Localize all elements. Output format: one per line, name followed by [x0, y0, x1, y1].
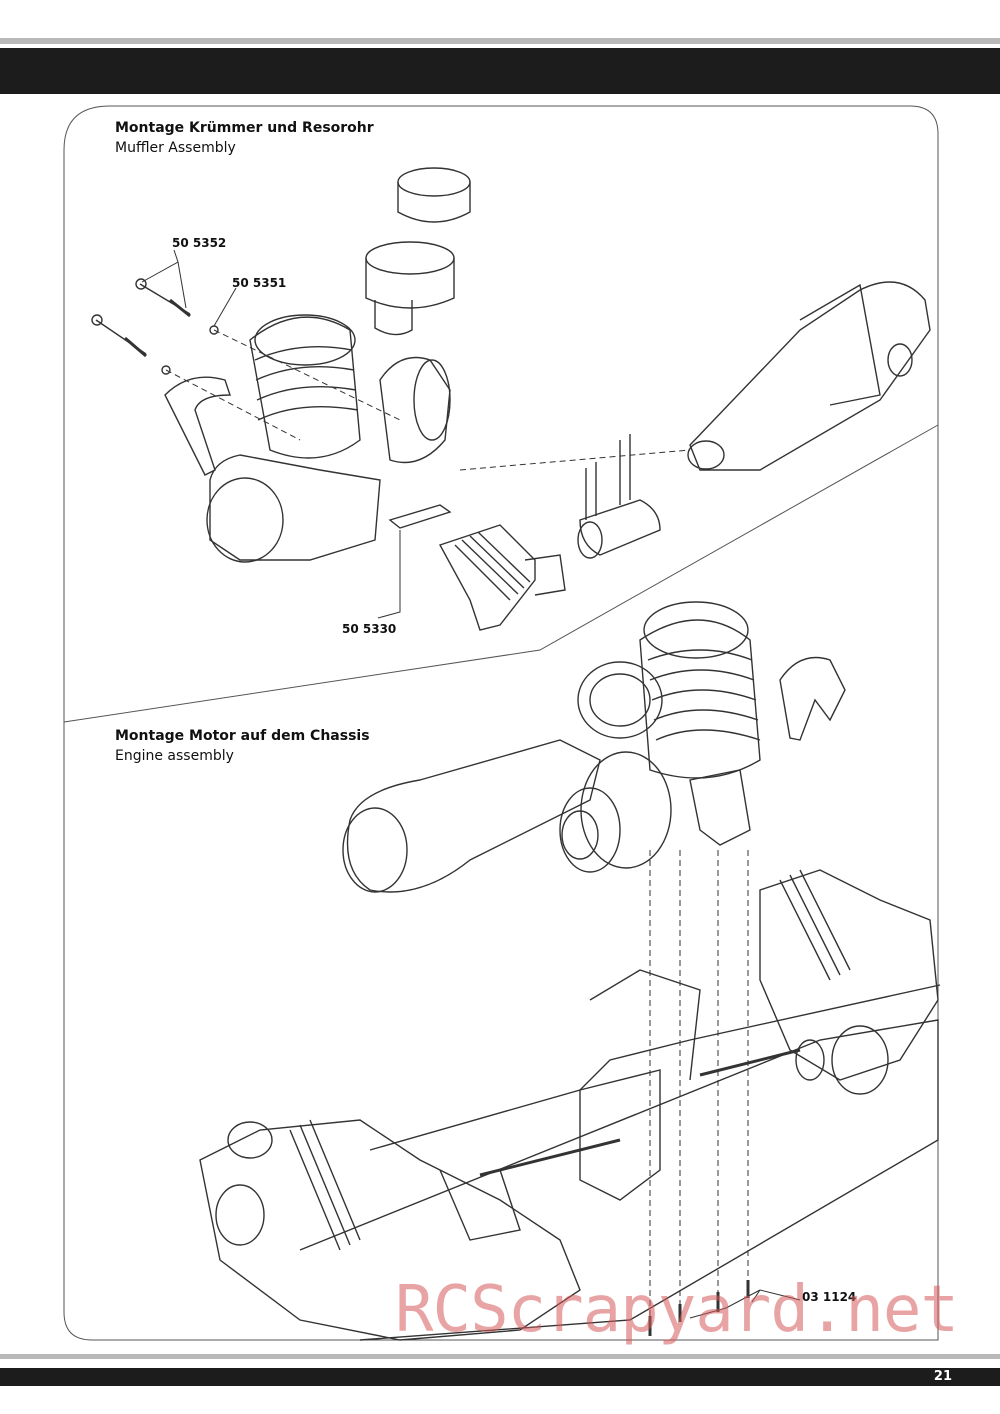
muffler-exploded-view — [91, 167, 931, 631]
footer-rule — [0, 1354, 1000, 1359]
engine-title-de: Montage Motor auf dem Chassis — [115, 728, 370, 744]
muffler-title-de: Montage Krümmer und Resorohr — [115, 120, 374, 136]
watermark-text: RCScrapyard.net — [395, 1273, 959, 1347]
panel-frame — [63, 105, 939, 1341]
section-divider — [63, 424, 939, 723]
footer-bar — [0, 1368, 1000, 1386]
part-label-505352: 50 5352 — [172, 236, 227, 250]
engine-on-chassis-view — [199, 601, 941, 1341]
part-label-031124: 03 1124 — [802, 1290, 857, 1304]
muffler-title-en: Muffler Assembly — [115, 140, 236, 156]
part-label-505330: 50 5330 — [342, 622, 397, 636]
header-bar — [0, 48, 1000, 94]
header-rule — [0, 38, 1000, 44]
page-number: 21 — [933, 1369, 952, 1384]
part-label-505351: 50 5351 — [232, 276, 287, 290]
engine-title-en: Engine assembly — [115, 748, 234, 764]
